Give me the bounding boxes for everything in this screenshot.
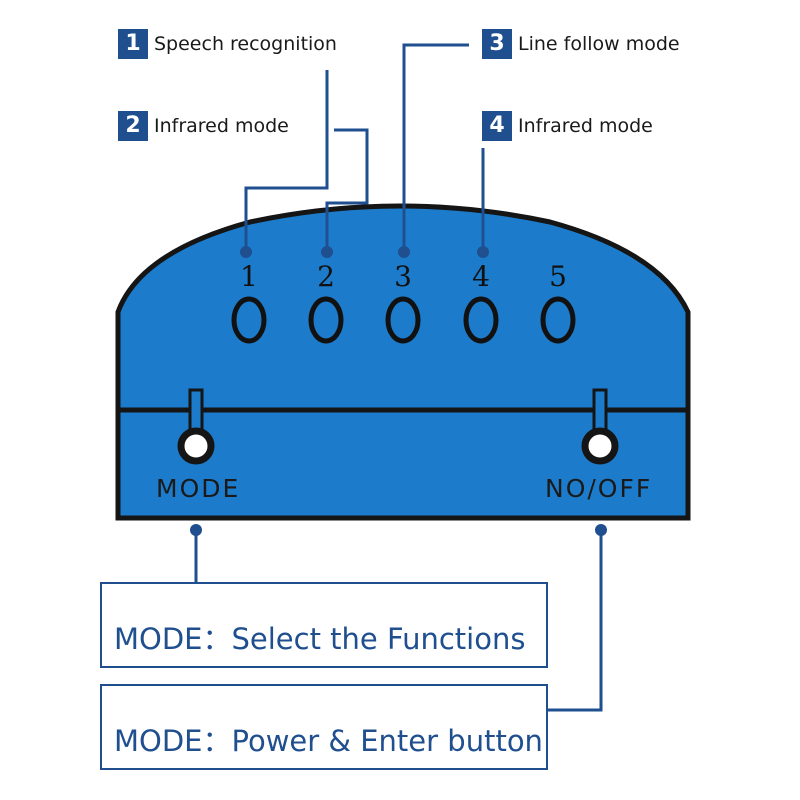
mode-button bbox=[177, 427, 215, 465]
power-label: NO/OFF bbox=[545, 474, 653, 503]
leader-dot-1 bbox=[240, 246, 252, 258]
leader-dot-2 bbox=[321, 246, 333, 258]
leader-dot-power bbox=[595, 524, 607, 536]
callout-number: 1 bbox=[118, 29, 148, 59]
leader-dot-mode bbox=[190, 524, 202, 536]
switch-oval bbox=[308, 296, 344, 344]
mode-label: MODE bbox=[156, 474, 241, 503]
callout-label: Infrared mode bbox=[518, 115, 653, 137]
switch-number-3: 3 bbox=[394, 260, 412, 293]
callout-label: Line follow mode bbox=[518, 33, 680, 55]
callout-2: 2 Infrared mode bbox=[118, 109, 289, 143]
switch-oval bbox=[231, 296, 267, 344]
switch-number-2: 2 bbox=[317, 260, 335, 293]
switch-number-5: 5 bbox=[549, 260, 567, 293]
info-box-text: MODE：Power & Enter button bbox=[114, 724, 543, 758]
mode-button-stem bbox=[188, 388, 204, 434]
power-button-stem bbox=[592, 388, 608, 434]
power-button bbox=[581, 427, 619, 465]
callout-number: 2 bbox=[118, 111, 148, 141]
callout-label: Infrared mode bbox=[154, 115, 289, 137]
leader-line-power bbox=[548, 530, 603, 712]
switch-number-4: 4 bbox=[472, 260, 490, 293]
callout-number: 3 bbox=[482, 29, 512, 59]
leader-line-2 bbox=[325, 128, 369, 252]
device-body bbox=[115, 203, 691, 521]
leader-line-3 bbox=[402, 43, 469, 252]
info-box-mode: MODE：Select the Functions bbox=[100, 582, 548, 668]
callout-4: 4 Infrared mode bbox=[482, 109, 653, 143]
leader-dots bbox=[190, 246, 607, 536]
callout-1: 1 Speech recognition bbox=[118, 27, 337, 61]
switch-number-1: 1 bbox=[240, 260, 258, 293]
leader-dot-3 bbox=[398, 246, 410, 258]
switch-oval bbox=[463, 296, 499, 344]
callout-number: 4 bbox=[482, 111, 512, 141]
callout-3: 3 Line follow mode bbox=[482, 27, 680, 61]
callout-label: Speech recognition bbox=[154, 33, 337, 55]
leader-line-1 bbox=[244, 70, 329, 252]
info-box-power: MODE：Power & Enter button bbox=[100, 684, 548, 770]
leader-lines bbox=[194, 43, 603, 712]
switch-oval bbox=[385, 296, 421, 344]
leader-dot-4 bbox=[477, 246, 489, 258]
switch-oval bbox=[540, 296, 576, 344]
info-box-text: MODE：Select the Functions bbox=[114, 622, 526, 656]
